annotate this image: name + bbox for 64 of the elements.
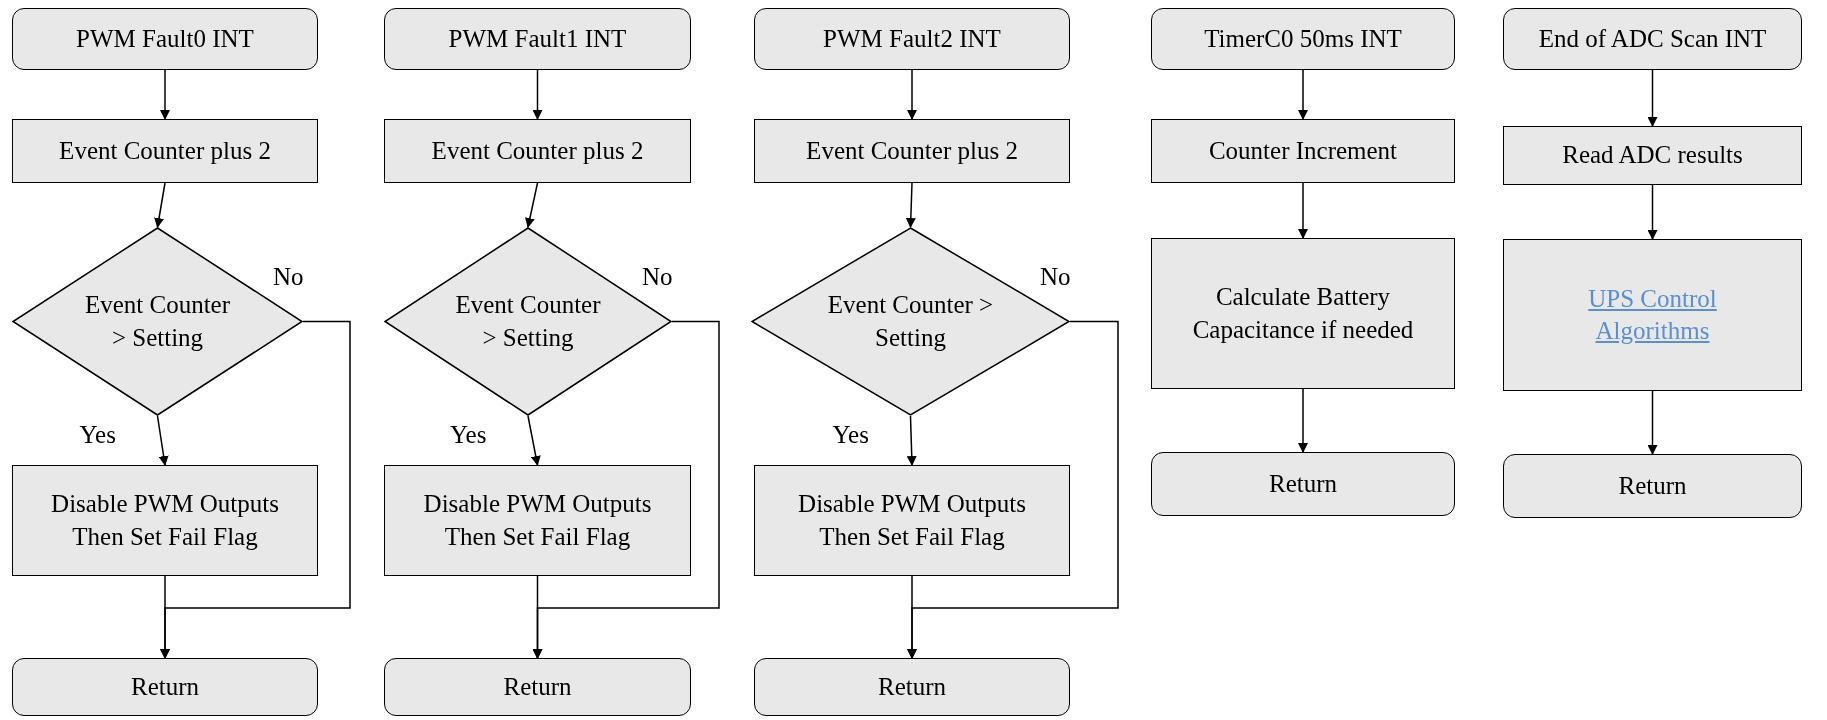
arrow	[906, 415, 917, 466]
node-text: Return	[1268, 468, 1337, 499]
terminal-box	[1151, 8, 1455, 70]
process-box	[1151, 119, 1455, 183]
terminal-box	[384, 8, 691, 70]
arrow	[1647, 390, 1658, 455]
process-box	[12, 119, 318, 183]
arrow	[1298, 182, 1308, 239]
terminal-box	[384, 658, 691, 716]
node-text: Event Counter > Setting	[826, 290, 995, 353]
arrow	[1298, 69, 1308, 120]
decision-diamond	[384, 227, 672, 416]
terminal-box	[12, 8, 318, 70]
terminal-box	[1503, 8, 1802, 70]
arrow	[905, 182, 916, 228]
terminal-box	[754, 658, 1070, 716]
terminal-box	[1503, 454, 1802, 518]
node-text: Event Counter > Setting	[83, 290, 232, 353]
arrow	[160, 69, 170, 120]
decision-diamond	[751, 227, 1070, 416]
node-text: Return	[503, 671, 572, 702]
process-box	[12, 465, 318, 576]
process-box	[754, 465, 1070, 576]
node-text: PWM Fault2 INT	[823, 23, 1001, 54]
arrow	[532, 69, 543, 120]
arrow	[1298, 388, 1308, 453]
node-text: Event Counter plus 2	[59, 135, 271, 166]
node-text: Counter Increment	[1208, 135, 1398, 166]
node-text: PWM Fault0 INT	[76, 23, 254, 54]
node-text: Calculate Battery Capacitance if needed	[1191, 282, 1415, 345]
node-text: Read ADC results	[1562, 140, 1743, 171]
terminal-box	[1151, 452, 1455, 516]
node-text: Disable PWM Outputs Then Set Fail Flag	[797, 489, 1027, 552]
node-text: Disable PWM Outputs Then Set Fail Flag	[422, 489, 653, 552]
node-text: Event Counter > Setting	[454, 290, 602, 353]
arrow	[154, 182, 166, 228]
arrow	[1647, 184, 1658, 240]
arrow	[527, 415, 541, 466]
node-text: Return	[1618, 470, 1687, 501]
node-text: PWM Fault1 INT	[448, 23, 627, 54]
terminal-box	[754, 8, 1070, 70]
process-box	[754, 119, 1070, 183]
decision-diamond	[12, 227, 303, 416]
arrow	[907, 320, 1119, 659]
process-box	[384, 119, 691, 183]
link-text: UPS Control Algorithms	[1587, 283, 1718, 346]
arrow	[907, 69, 917, 120]
node-text: Disable PWM Outputs Then Set Fail Flag	[50, 489, 280, 552]
process-box	[384, 465, 691, 576]
arrow	[156, 415, 169, 466]
node-text: Event Counter plus 2	[431, 135, 644, 166]
node-text: TimerC0 50ms INT	[1204, 23, 1402, 54]
arrow	[525, 182, 539, 228]
node-text: Event Counter plus 2	[806, 135, 1018, 166]
arrow	[1647, 69, 1658, 127]
process-box	[1151, 238, 1455, 389]
node-text: End of ADC Scan INT	[1538, 23, 1767, 54]
node-text: Return	[877, 671, 946, 702]
process-box	[1503, 239, 1802, 391]
arrow	[160, 320, 351, 659]
process-box	[1503, 126, 1802, 185]
node-text: Return	[130, 671, 199, 702]
terminal-box	[12, 658, 318, 716]
arrow	[532, 320, 720, 659]
